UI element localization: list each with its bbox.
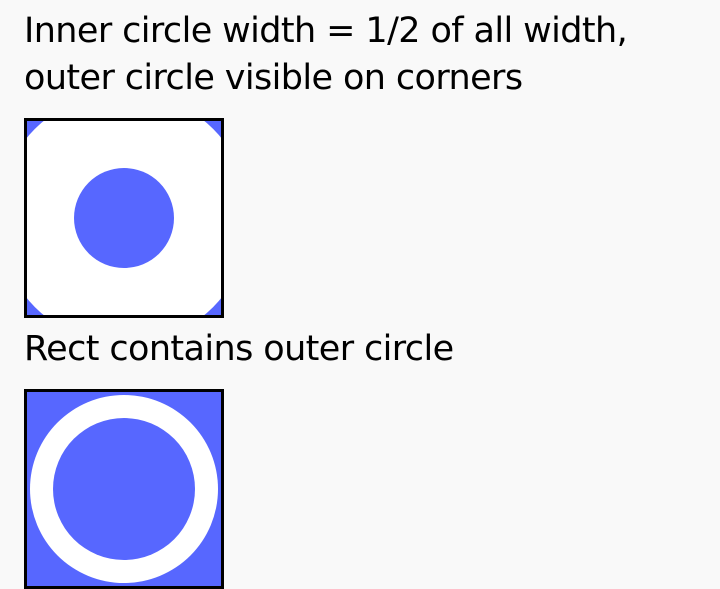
circle-demo-contained <box>24 389 224 589</box>
section-1-heading-line-1: Inner circle width = 1/2 of all width, <box>24 11 628 51</box>
demo-1-inner-circle <box>74 168 174 268</box>
circle-demo-corners <box>24 118 224 318</box>
demo-2-inner-circle <box>53 418 195 560</box>
demo-1-border <box>24 118 224 318</box>
section-2-heading: Rect contains outer circle <box>24 329 454 369</box>
demo-2-border <box>24 389 224 589</box>
section-1-heading: Inner circle width = 1/2 of all width, ou… <box>24 8 628 102</box>
section-1-heading-line-2: outer circle visible on corners <box>24 58 523 98</box>
